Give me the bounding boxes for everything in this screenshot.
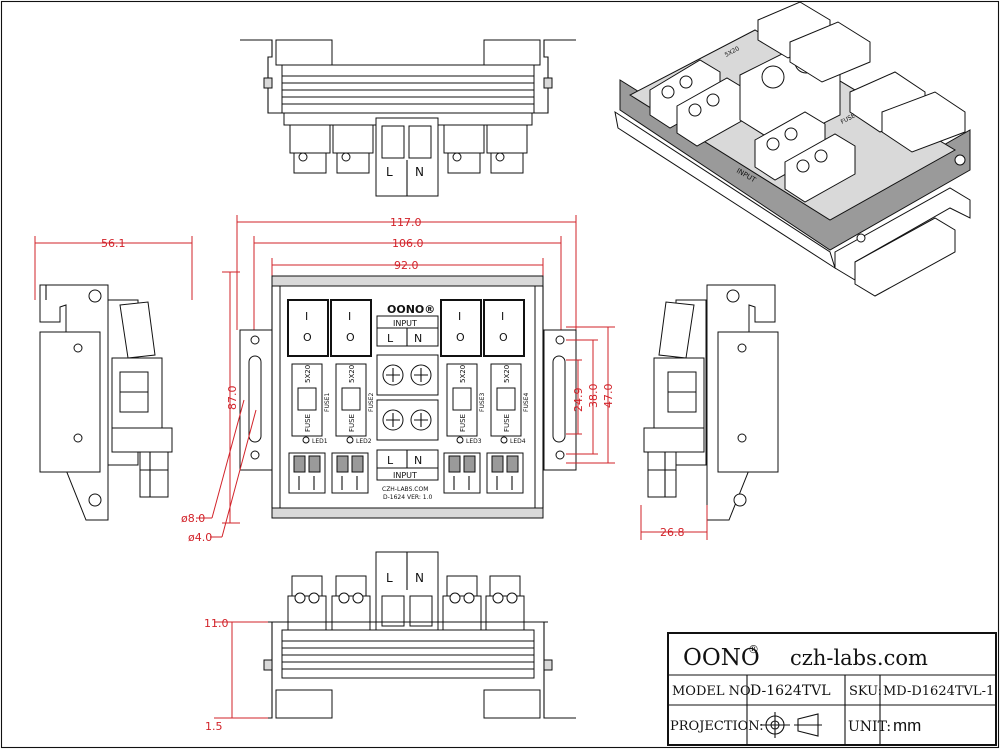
- board-website: CZH-LABS.COM: [382, 486, 428, 493]
- tb-registered: ®: [748, 643, 759, 656]
- dim-d4: ø4.0: [188, 531, 212, 544]
- led4-label: LED4: [510, 438, 526, 445]
- fuse1-text: FUSE: [304, 414, 312, 432]
- title-block: OONO ® czh-labs.com MODEL NO: D-1624TVL …: [667, 632, 997, 746]
- projection-symbol: [760, 712, 822, 738]
- input-top-label: INPUT: [393, 319, 417, 328]
- bottom-view-n-label: N: [415, 571, 424, 585]
- switch1-on: I: [305, 310, 308, 323]
- tb-unit-label: UNIT:: [848, 719, 891, 735]
- fuse2-label: FUSE2: [368, 393, 375, 412]
- board-logo: OONO®: [387, 303, 435, 316]
- output-terminals: [288, 452, 524, 494]
- led1-label: LED1: [312, 438, 328, 445]
- input-bottom-n: N: [414, 454, 422, 467]
- height-dimensions: 87.0 47.0 38.0 24.9 ø8.0 ø4.0: [181, 271, 615, 544]
- switch3-on: I: [458, 310, 461, 323]
- tb-brand: OONO: [683, 645, 760, 671]
- fuse2-text: FUSE: [348, 414, 356, 432]
- dim-117: 117.0: [390, 216, 422, 229]
- input-top-n: N: [414, 332, 422, 345]
- dim-15: 1.5: [205, 720, 223, 733]
- input-top-l: L: [387, 332, 394, 345]
- top-view: L N: [240, 39, 576, 197]
- dim-106: 106.0: [392, 237, 424, 250]
- switch4-off: O: [499, 331, 508, 344]
- switch2-off: O: [346, 331, 355, 344]
- fuse4-size: 5X20: [503, 365, 511, 383]
- dim-249: 24.9: [572, 388, 585, 413]
- led2-label: LED2: [356, 438, 372, 445]
- dim-d8: ø8.0: [181, 512, 205, 525]
- fuses: 5X20 5X20 5X20 5X20 FUSE FUSE FUSE FUSE …: [291, 363, 530, 437]
- switch1-off: O: [303, 331, 312, 344]
- tb-website: czh-labs.com: [790, 646, 928, 670]
- input-bottom-label: INPUT: [393, 471, 417, 480]
- fuse3-label: FUSE3: [479, 393, 486, 412]
- fuse2-size: 5X20: [348, 365, 356, 383]
- fuse4-label: FUSE4: [523, 393, 530, 412]
- dim-11: 11.0: [204, 617, 229, 630]
- isometric-view: INPUT 5X20 FUSE: [614, 1, 971, 297]
- dim-87: 87.0: [226, 386, 239, 411]
- top-view-l-label: L: [386, 165, 393, 179]
- led3-label: LED3: [466, 438, 482, 445]
- tb-sku-value: MD-D1624TVL-1: [883, 684, 994, 699]
- top-view-n-label: N: [415, 165, 424, 179]
- fuse4-text: FUSE: [503, 414, 511, 432]
- tb-model-label: MODEL NO:: [672, 684, 755, 699]
- switch2-on: I: [348, 310, 351, 323]
- fuse1-size: 5X20: [304, 365, 312, 383]
- front-view: 117.0 106.0 92.0 I I: [181, 215, 615, 544]
- bottom-view-l-label: L: [386, 571, 393, 585]
- fuse1-label: FUSE1: [324, 393, 331, 412]
- switches: I I I I O O O O: [287, 299, 525, 357]
- tb-model-value: D-1624TVL: [750, 683, 831, 699]
- dim-47: 47.0: [602, 384, 615, 409]
- dim-38: 38.0: [587, 384, 600, 409]
- tb-unit-value: mm: [893, 716, 921, 735]
- board-version: D-1624 VER: 1.0: [383, 494, 432, 501]
- right-side-view: 26.8: [640, 284, 779, 540]
- dim-268: 26.8: [660, 526, 685, 539]
- dim-92: 92.0: [394, 259, 419, 272]
- switch3-off: O: [456, 331, 465, 344]
- fuse3-size: 5X20: [459, 365, 467, 383]
- tb-projection-label: PROJECTION:: [670, 719, 764, 734]
- bottom-view: L N 11.0 1.5: [204, 551, 576, 733]
- switch4-on: I: [501, 310, 504, 323]
- dim-561: 56.1: [101, 237, 126, 250]
- fuse3-text: FUSE: [459, 414, 467, 432]
- input-bottom-l: L: [387, 454, 394, 467]
- tb-sku-label: SKU:: [849, 684, 882, 699]
- left-side-view: 56.1: [34, 236, 193, 521]
